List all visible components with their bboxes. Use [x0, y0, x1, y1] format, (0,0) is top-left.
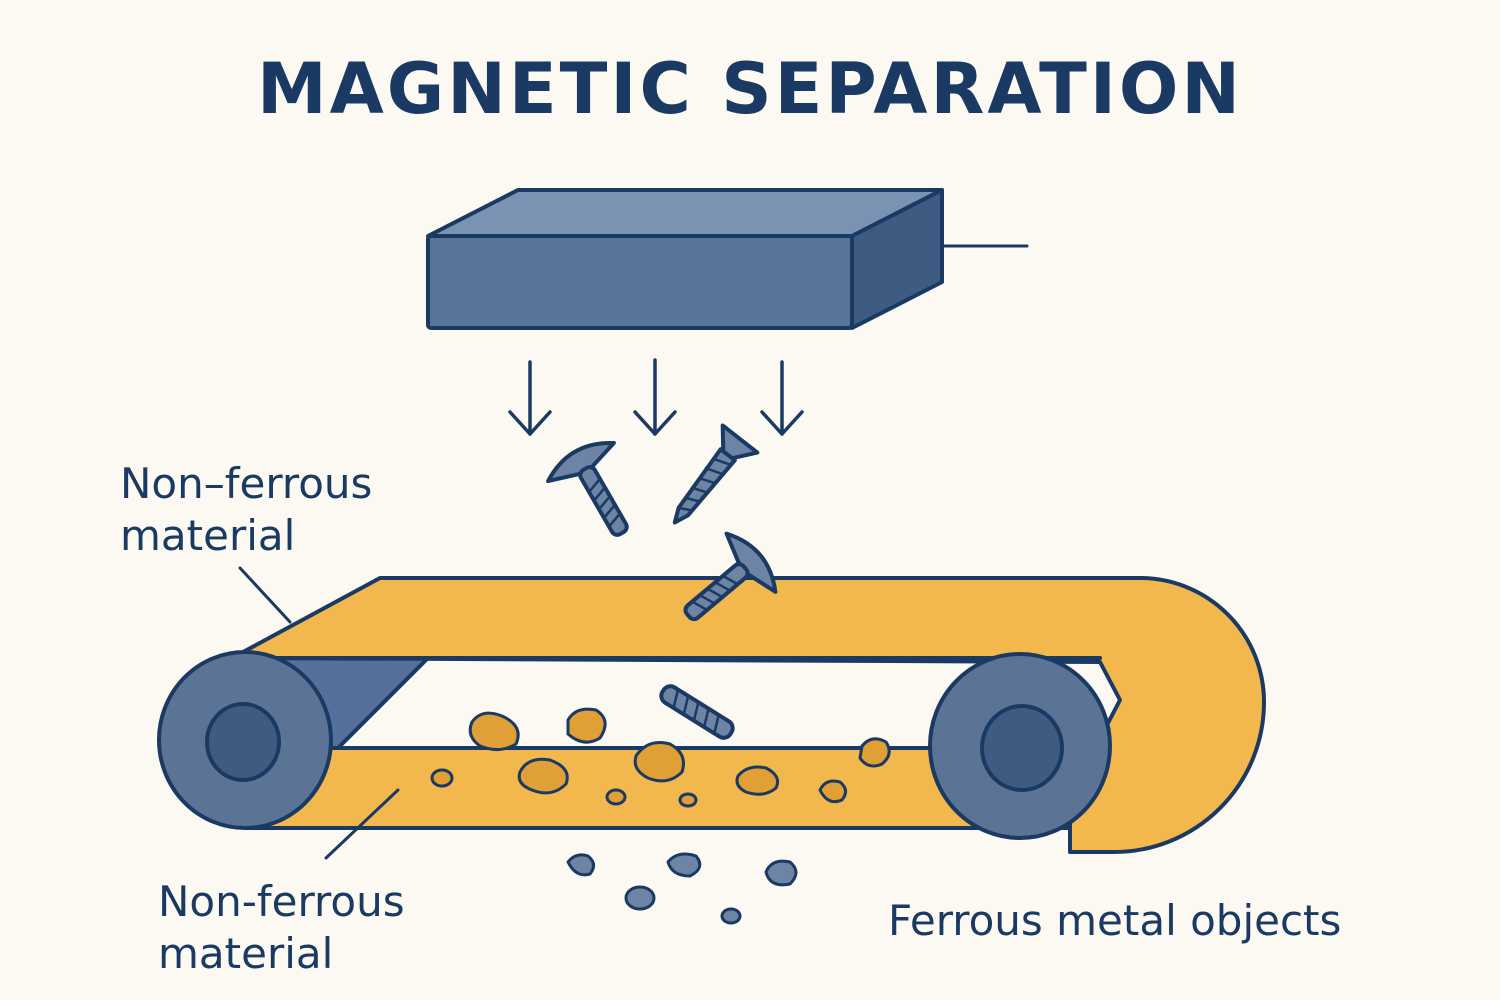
leader-line-bottom — [324, 788, 400, 860]
leader-line-top — [238, 566, 292, 624]
down-arrow-icon — [760, 360, 804, 436]
screw-icon — [683, 531, 778, 622]
ferrous-piece — [764, 859, 798, 887]
non-ferrous-label-top: Non–ferrous material — [120, 459, 373, 560]
screw-icon — [672, 423, 760, 525]
ferrous-objects-label: Ferrous metal objects — [888, 896, 1342, 945]
nonferrous-piece — [735, 765, 780, 796]
nonferrous-piece — [678, 792, 698, 808]
screw-icon — [546, 441, 629, 537]
ferrous-piece — [666, 852, 702, 878]
down-arrow-icon — [508, 360, 552, 436]
right-roller — [928, 652, 1112, 840]
diagram-title: MAGNETIC SEPARATION — [256, 48, 1244, 130]
nonferrous-piece — [858, 737, 891, 768]
nonferrous-piece — [430, 768, 454, 788]
nonferrous-piece — [633, 741, 685, 783]
screw-icon — [659, 684, 735, 740]
ferrous-piece — [566, 853, 595, 877]
nonferrous-piece — [566, 707, 607, 744]
nonferrous-piece — [517, 757, 569, 795]
non-ferrous-label-bottom: Non-ferrous material — [158, 877, 405, 978]
left-roller — [157, 650, 333, 830]
nonferrous-piece — [468, 711, 520, 751]
down-arrow-icon — [633, 358, 677, 436]
ferrous-piece — [624, 885, 656, 911]
nonferrous-piece — [605, 788, 627, 806]
conveyor-belt — [230, 576, 1266, 854]
ferrous-piece — [720, 907, 742, 925]
magnet-block-icon — [426, 188, 1029, 330]
nonferrous-piece — [818, 779, 847, 804]
